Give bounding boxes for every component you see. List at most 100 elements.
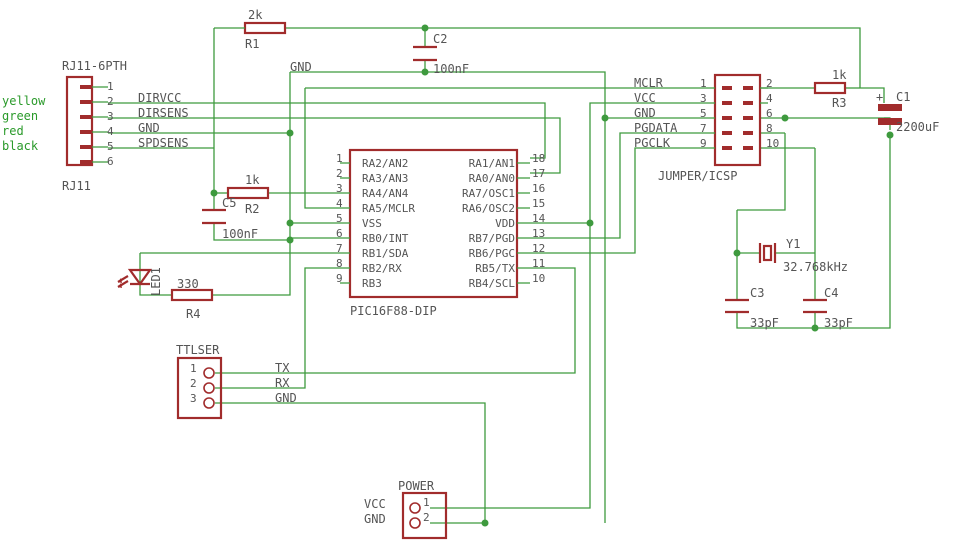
power-pin: 2 [423,511,430,524]
pic-ic: 1 2 3 4 5 6 7 8 9 RA2/AN2 RA3/AN3 RA4/AN… [336,148,546,318]
c1-value: 2200uF [896,120,939,134]
wire-color-label: yellow [2,94,46,108]
wire-color-label: green [2,109,38,123]
c3-ref: C3 [750,286,764,300]
jumper-pin: 9 [700,137,707,150]
c2-ref: C2 [433,32,447,46]
net-label-vcc: VCC [634,91,656,105]
pic-pin-label: VDD [495,217,515,230]
pic-pin-label: RB0/INT [362,232,409,245]
net-label-gnd-jumper: GND [634,106,656,120]
jumper-pin: 10 [766,137,779,150]
ttl-pin: 3 [190,392,197,405]
capacitor-c2: C2 100nF [413,32,469,76]
y1-ref: Y1 [786,237,800,251]
resistor-r2: 1k R2 [226,173,270,216]
pic-pin-label: RB5/TX [475,262,515,275]
net-label-pgdata: PGDATA [634,121,678,135]
capacitor-c4: C4 33pF [803,286,853,330]
jumper-pin: 7 [700,122,707,135]
rj11-pin: 6 [107,155,114,168]
pic-pin-label: VSS [362,217,382,230]
rj11-pin: 2 [107,95,114,108]
c3-value: 33pF [750,316,779,330]
jumper-pin: 6 [766,107,773,120]
power-pin: 1 [423,496,430,509]
jumper-pin: 5 [700,107,707,120]
resistor-r4: 330 R4 [170,277,214,321]
led1: LED1 [117,267,163,296]
pic-pin-label: RA5/MCLR [362,202,415,215]
pic-pin-number: 9 [336,272,343,285]
ttl-pin: 2 [190,377,197,390]
pic-pin-label: RA7/OSC1 [462,187,515,200]
rj11-pin: 1 [107,80,114,93]
pic-pin-label: RA1/AN1 [469,157,515,170]
pic-pin-label: RA6/OSC2 [462,202,515,215]
rj11-pin: 3 [107,110,114,123]
ttlser-name: TTLSER [176,343,220,357]
led-ref: LED1 [149,267,163,296]
c5-ref: C5 [222,196,236,210]
pic-pin-label: RB3 [362,277,382,290]
net-label-pgclk: PGCLK [634,136,671,150]
net-label-rx: RX [275,376,290,390]
resistor-r1: 2k R1 [214,8,287,51]
ttlser-connector: TTLSER 1 2 3 [176,343,223,420]
net-label-dirvcc: DIRVCC [138,91,181,105]
pic-pin-number: 14 [532,212,546,225]
pic-pin-label: RB6/PGC [469,247,515,260]
jumper-pin: 2 [766,77,773,90]
wire-color-label: red [2,124,24,138]
pic-pin-label: RB7/PGD [469,232,515,245]
pic-pin-number: 18 [532,152,545,165]
pic-pin-number: 15 [532,197,545,210]
jumper-pin: 1 [700,77,707,90]
pic-pin-number: 10 [532,272,545,285]
ttl-pin: 1 [190,362,197,375]
plus-icon: + [876,90,883,104]
power-name: POWER [398,479,435,493]
rj11-pin: 4 [107,125,114,138]
capacitor-c5: C5 100nF [202,196,258,241]
r3-value: 1k [832,68,847,82]
pic-pin-number: 13 [532,227,545,240]
c2-value: 100nF [433,62,469,76]
r2-ref: R2 [245,202,259,216]
junctions [210,24,894,527]
net-label-tx: TX [275,361,290,375]
net-label-gnd: GND [138,121,160,135]
capacitor-c1: + C1 2200uF [876,90,939,134]
pic-pin-number: 16 [532,182,545,195]
power-label-gnd: GND [364,512,386,526]
pic-pin-number: 1 [336,152,343,165]
pic-pin-label: RB4/SCL [469,277,516,290]
pic-pin-label: RA3/AN3 [362,172,408,185]
r3-ref: R3 [832,96,846,110]
pic-pin-label: RA2/AN2 [362,157,408,170]
jumper-pin: 3 [700,92,707,105]
rj11-pin: 5 [107,140,114,153]
r4-value: 330 [177,277,199,291]
pic-pin-number: 7 [336,242,343,255]
y1-value: 32.768kHz [783,260,848,274]
capacitor-c3: C3 33pF [725,286,779,330]
jumper-icsp: 1 3 5 7 9 2 4 6 8 10 JUMPER/ICSP [658,73,779,183]
pic-pin-label: RB2/RX [362,262,402,275]
net-label-dirsens: DIRSENS [138,106,189,120]
r1-value: 2k [248,8,263,22]
c4-value: 33pF [824,316,853,330]
jumper-pin: 4 [766,92,773,105]
net-label-gnd-ttl: GND [275,391,297,405]
r4-ref: R4 [186,307,200,321]
net-labels: DIRVCC DIRSENS GND SPDSENS GND MCLR VCC … [138,60,678,405]
pic-pin-number: 5 [336,212,343,225]
power-connector: POWER VCC GND 1 2 [364,479,448,540]
pic-pin-number: 6 [336,227,343,240]
jumper-pin: 8 [766,122,773,135]
wires [108,27,891,524]
rj11-ref: RJ11 [62,179,91,193]
pic-pin-number: 4 [336,197,343,210]
power-label-vcc: VCC [364,497,386,511]
